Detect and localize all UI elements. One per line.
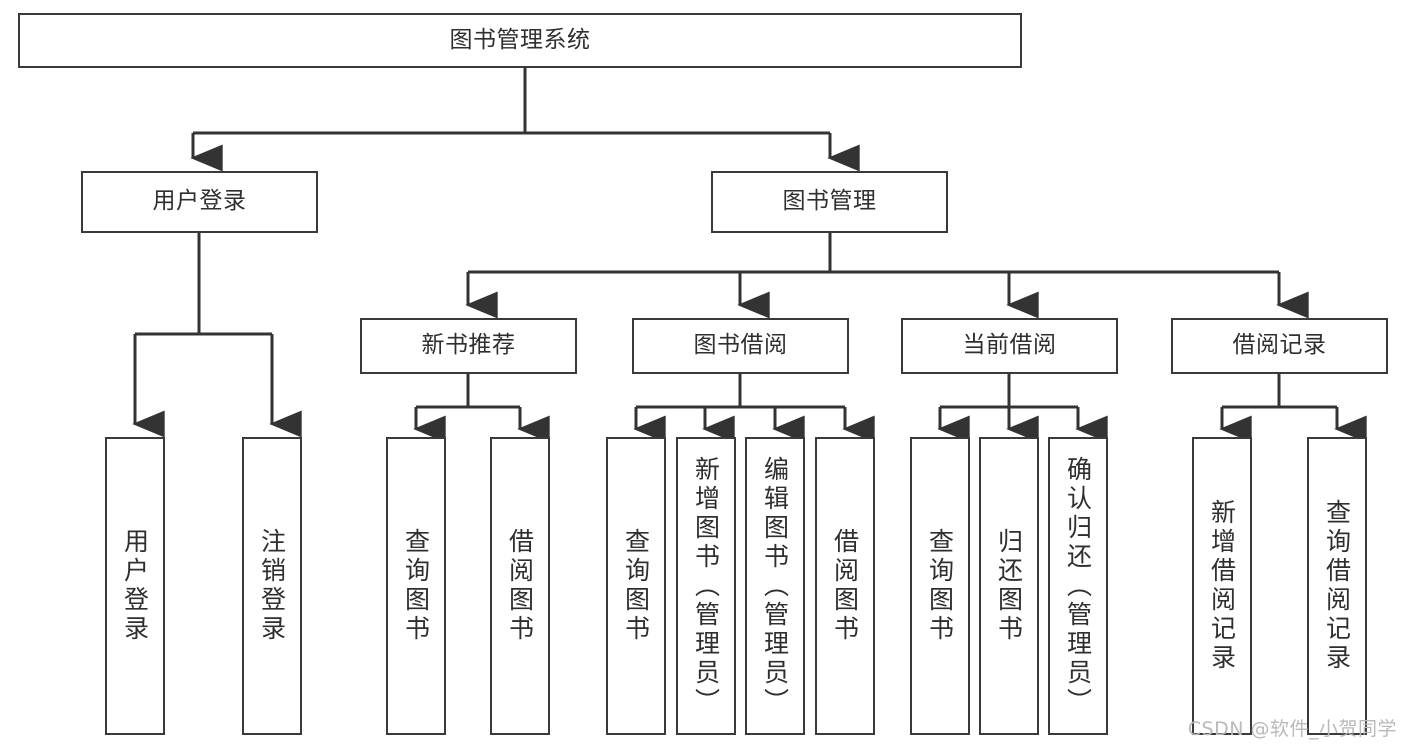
node-leaf-borrow-book-1-label: 借阅图书 bbox=[505, 528, 535, 644]
node-leaf-query-book-2[interactable]: 查询图书 bbox=[606, 437, 666, 735]
node-leaf-add-book[interactable]: 新增图书（管理员） bbox=[676, 437, 736, 735]
node-user-login-label: 用户登录 bbox=[152, 188, 247, 215]
node-leaf-query-book-1-label: 查询图书 bbox=[401, 528, 431, 644]
node-root[interactable]: 图书管理系统 bbox=[18, 13, 1022, 68]
node-leaf-confirm-return[interactable]: 确认归还（管理员） bbox=[1048, 437, 1108, 735]
node-leaf-borrow-book-2-label: 借阅图书 bbox=[830, 528, 860, 644]
node-leaf-add-record-label: 新增借阅记录 bbox=[1207, 499, 1237, 673]
node-root-label: 图书管理系统 bbox=[449, 26, 591, 53]
node-leaf-user-login[interactable]: 用户登录 bbox=[105, 437, 165, 735]
node-leaf-return-book[interactable]: 归还图书 bbox=[979, 437, 1039, 735]
node-leaf-return-book-label: 归还图书 bbox=[994, 528, 1024, 644]
node-current-borrow-label: 当前借阅 bbox=[962, 332, 1057, 359]
node-leaf-logout-login-label: 注销登录 bbox=[257, 528, 287, 644]
node-leaf-borrow-book-2[interactable]: 借阅图书 bbox=[815, 437, 875, 735]
node-book-management[interactable]: 图书管理 bbox=[711, 171, 948, 233]
node-book-management-label: 图书管理 bbox=[782, 188, 877, 215]
node-borrow-record[interactable]: 借阅记录 bbox=[1171, 318, 1388, 374]
node-leaf-logout-login[interactable]: 注销登录 bbox=[242, 437, 302, 735]
node-leaf-query-book-1[interactable]: 查询图书 bbox=[386, 437, 446, 735]
node-user-login[interactable]: 用户登录 bbox=[81, 171, 318, 233]
node-leaf-query-record[interactable]: 查询借阅记录 bbox=[1307, 437, 1367, 735]
node-book-borrow-label: 图书借阅 bbox=[693, 332, 788, 359]
node-leaf-confirm-return-label: 确认归还（管理员） bbox=[1063, 455, 1093, 717]
watermark-text: CSDN @软件_小贺同学 bbox=[1187, 718, 1397, 740]
node-book-borrow[interactable]: 图书借阅 bbox=[632, 318, 849, 374]
node-leaf-add-record[interactable]: 新增借阅记录 bbox=[1192, 437, 1252, 735]
node-leaf-query-record-label: 查询借阅记录 bbox=[1322, 499, 1352, 673]
node-leaf-borrow-book-1[interactable]: 借阅图书 bbox=[490, 437, 550, 735]
node-new-book-recommend[interactable]: 新书推荐 bbox=[360, 318, 577, 374]
node-new-book-recommend-label: 新书推荐 bbox=[421, 332, 516, 359]
node-leaf-query-book-2-label: 查询图书 bbox=[621, 528, 651, 644]
node-leaf-user-login-label: 用户登录 bbox=[120, 528, 150, 644]
node-leaf-query-book-3-label: 查询图书 bbox=[925, 528, 955, 644]
node-borrow-record-label: 借阅记录 bbox=[1232, 332, 1327, 359]
node-leaf-edit-book[interactable]: 编辑图书（管理员） bbox=[745, 437, 805, 735]
node-leaf-add-book-label: 新增图书（管理员） bbox=[691, 455, 721, 717]
node-current-borrow[interactable]: 当前借阅 bbox=[901, 318, 1118, 374]
node-leaf-query-book-3[interactable]: 查询图书 bbox=[910, 437, 970, 735]
node-leaf-edit-book-label: 编辑图书（管理员） bbox=[760, 455, 790, 717]
